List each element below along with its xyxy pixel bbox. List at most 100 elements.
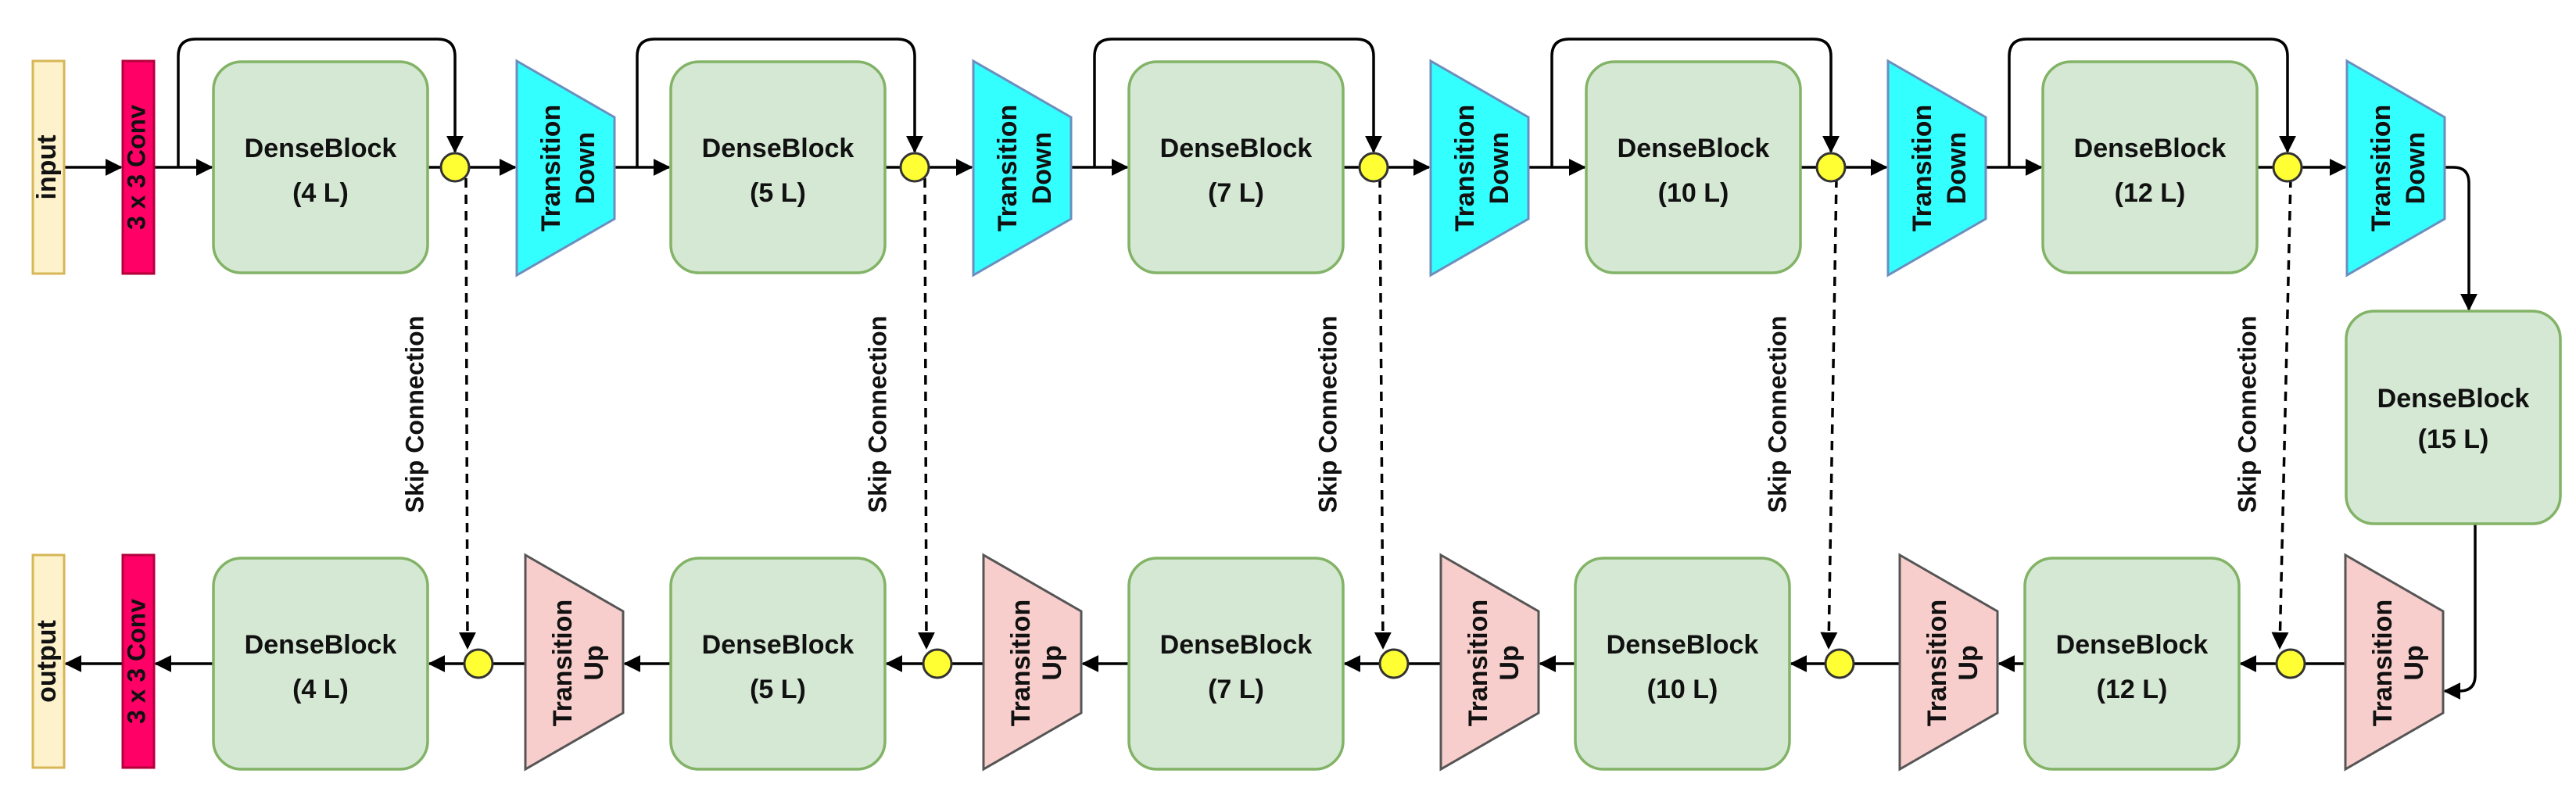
concat-down-1 xyxy=(439,152,471,183)
transition-down-2 xyxy=(972,59,1073,278)
denseblock-down-3-layers: (7 L) xyxy=(1208,178,1264,208)
skip-connection-label-5: Skip Connection xyxy=(2233,316,2261,513)
skip-connection-line-3 xyxy=(1374,177,1392,650)
concat-down-5 xyxy=(2272,152,2303,183)
transition-down-1-line2: Down xyxy=(571,132,600,205)
transition-down-4-line2: Down xyxy=(1942,132,1972,205)
denseblock-up-5 xyxy=(2023,557,2241,771)
input-block xyxy=(31,59,66,275)
denseblock-down-5-layers: (12 L) xyxy=(2115,178,2186,208)
denseblock-up-5-layers: (12 L) xyxy=(2097,675,2168,704)
transition-up-1-line1: Transition xyxy=(548,600,578,726)
denseblock-up-1-title: DenseBlock xyxy=(245,630,397,660)
bypass-arrow-4 xyxy=(1550,38,1840,167)
denseblock-bottleneck-layers: (15 L) xyxy=(2418,424,2489,454)
conv-out-block xyxy=(121,553,156,769)
denseblock-up-2-title: DenseBlock xyxy=(702,630,854,660)
arrow-bottleneck-tu5 xyxy=(2443,524,2477,700)
denseblock-up-2 xyxy=(669,557,887,771)
denseblock-up-5-title: DenseBlock xyxy=(2056,630,2209,660)
bypass-arrow-5 xyxy=(2008,38,2296,167)
skip-connection-label-1: Skip Connection xyxy=(400,316,428,513)
denseblock-down-4-title: DenseBlock xyxy=(1618,134,1770,163)
transition-up-2-line2: Up xyxy=(1037,645,1067,680)
denseblock-up-3-title: DenseBlock xyxy=(1160,630,1313,660)
denseblock-up-4 xyxy=(1574,557,1791,771)
concat-up-1 xyxy=(463,648,494,679)
conv-out-block-label: 3 x 3 Conv xyxy=(122,599,150,724)
concat-up-4 xyxy=(1824,648,1855,679)
denseblock-down-2-layers: (5 L) xyxy=(750,178,806,208)
skip-connection-line-4 xyxy=(1820,177,1838,650)
denseblock-up-4-title: DenseBlock xyxy=(1607,630,1759,660)
connector-layer xyxy=(64,38,2477,700)
denseblock-down-3 xyxy=(1127,60,1345,274)
transition-up-5-line1: Transition xyxy=(2368,600,2398,726)
transition-up-5-line2: Up xyxy=(2399,645,2429,680)
concat-down-3 xyxy=(1358,152,1389,183)
input-block-label: input xyxy=(32,134,62,199)
transition-down-4 xyxy=(1886,59,1987,278)
denseblock-down-1-title: DenseBlock xyxy=(245,134,397,163)
bypass-arrow-2 xyxy=(636,38,923,167)
transition-up-4-line2: Up xyxy=(1954,645,1983,680)
skip-connection-line-5 xyxy=(2271,177,2292,650)
denseblock-up-4-layers: (10 L) xyxy=(1647,675,1718,704)
transition-up-1 xyxy=(524,553,625,772)
transition-down-3-line1: Transition xyxy=(1450,105,1480,231)
denseblock-down-5-title: DenseBlock xyxy=(2074,134,2227,163)
transition-up-2-line1: Transition xyxy=(1006,600,1036,726)
denseblock-bottleneck-title: DenseBlock xyxy=(2377,384,2530,414)
transition-up-3-line2: Up xyxy=(1495,645,1524,680)
denseblock-down-3-title: DenseBlock xyxy=(1160,134,1313,163)
transition-down-5 xyxy=(2345,59,2446,278)
concat-down-2 xyxy=(899,152,930,183)
transition-down-2-line1: Transition xyxy=(993,105,1023,231)
denseblock-up-1 xyxy=(212,557,429,771)
transition-down-4-line1: Transition xyxy=(1908,105,1937,231)
denseblock-down-5 xyxy=(2041,60,2259,274)
transition-down-1 xyxy=(515,59,616,278)
conv-in-block xyxy=(121,59,156,275)
transition-down-3 xyxy=(1429,59,1530,278)
denseblock-up-3 xyxy=(1127,557,1345,771)
denseblock-up-1-layers: (4 L) xyxy=(292,675,349,704)
output-block-label: output xyxy=(32,620,62,703)
denseblock-down-1 xyxy=(212,60,429,274)
output-block xyxy=(31,553,66,769)
transition-down-2-line2: Down xyxy=(1027,132,1057,205)
concat-up-2 xyxy=(922,648,953,679)
denseblock-down-4-layers: (10 L) xyxy=(1658,178,1729,208)
transition-up-1-line2: Up xyxy=(579,645,609,680)
transition-down-1-line1: Transition xyxy=(536,105,566,231)
concat-up-5 xyxy=(2275,648,2306,679)
bypass-arrow-3 xyxy=(1093,38,1382,167)
transition-up-4-line1: Transition xyxy=(1922,600,1952,726)
concat-down-4 xyxy=(1815,152,1847,183)
transition-down-5-line2: Down xyxy=(2401,132,2431,205)
transition-up-3 xyxy=(1439,553,1540,772)
transition-up-2 xyxy=(982,553,1083,772)
denseblock-down-1-layers: (4 L) xyxy=(292,178,349,208)
concat-up-3 xyxy=(1378,648,1410,679)
transition-down-5-line1: Transition xyxy=(2366,105,2396,231)
arrow-td5-bottleneck xyxy=(2445,166,2477,311)
transition-down-3-line2: Down xyxy=(1485,132,1514,205)
denseblock-up-2-layers: (5 L) xyxy=(750,675,806,704)
denseblock-up-3-layers: (7 L) xyxy=(1208,675,1264,704)
skip-connection-label-3: Skip Connection xyxy=(1313,316,1342,513)
skip-connection-line-2 xyxy=(917,177,935,650)
skip-connection-label-4: Skip Connection xyxy=(1763,316,1791,513)
transition-up-4 xyxy=(1898,553,1999,772)
denseblock-down-2-title: DenseBlock xyxy=(702,134,854,163)
denseblock-down-4 xyxy=(1585,60,1802,274)
bypass-arrow-1 xyxy=(177,38,464,167)
transition-up-5 xyxy=(2344,553,2445,772)
transition-up-3-line1: Transition xyxy=(1464,600,1493,726)
denseblock-down-2 xyxy=(669,60,887,274)
skip-connection-label-2: Skip Connection xyxy=(863,316,891,513)
denseblock-bottleneck xyxy=(2345,310,2562,525)
skip-connection-line-1 xyxy=(458,177,476,650)
